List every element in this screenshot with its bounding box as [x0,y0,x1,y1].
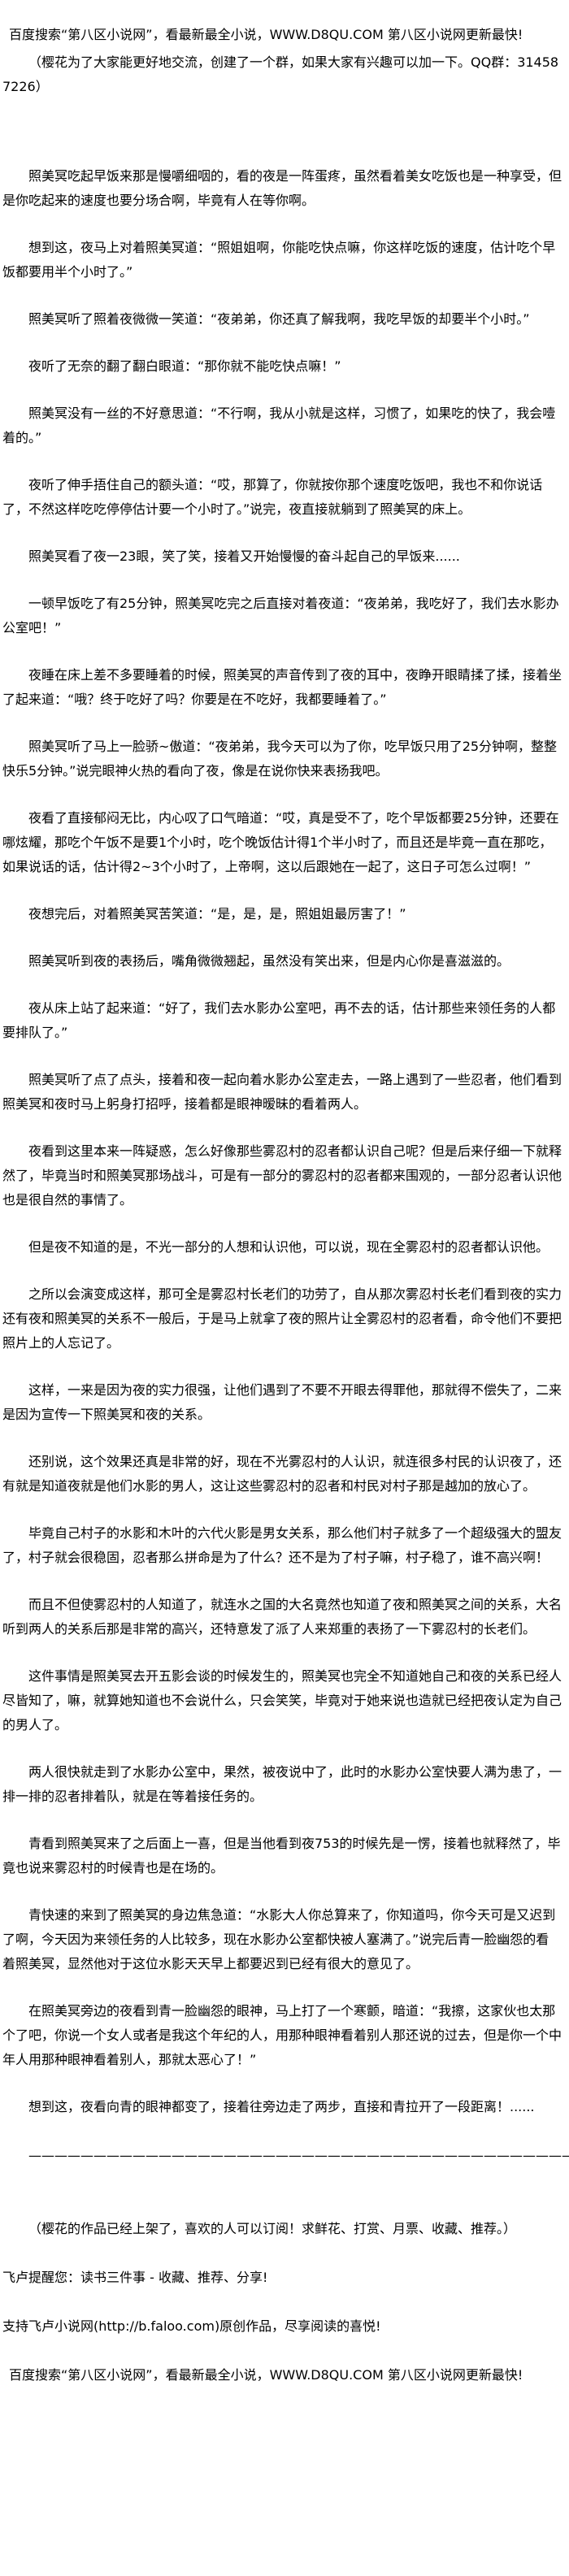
paragraph: 照美冥看了夜一23眼，笑了笑，接着又开始慢慢的奋斗起自己的早饭来...... [28,549,460,564]
faloo-support-text: 支持飞卢小说网(http://b.faloo.com)原创作品，尽享阅读的喜悦! [2,2318,381,2334]
paragraph: 之所以会演变成这样，那可全是雾忍村长老们的功劳了，自从那次雾忍村长老们看到夜的实… [2,1286,562,1351]
paragraph: 这件事情是照美冥去开五影会谈的时候发生的，照美冥也完全不知道她自己和夜的关系已经… [2,1668,562,1733]
paragraph: 这样，一来是因为夜的实力很强，让他们遇到了不要不开眼去得罪他，那就得不偿失了，二… [2,1382,562,1422]
site-banner-bottom: 百度搜索“第八区小说网”，看最新最全小说，WWW.D8QU.COM 第八区小说网… [9,2367,523,2383]
separator-line: ————————————————————————————————————————… [28,2148,569,2163]
site-banner-top: 百度搜索“第八区小说网”，看最新最全小说，WWW.D8QU.COM 第八区小说网… [9,27,523,42]
paragraph: 但是夜不知道的是，不光一部分的人想和认识他，可以说，现在全雾忍村的忍者都认识他。 [28,1239,549,1255]
paragraph: 夜想完后，对着照美冥苦笑道：“是，是，是，照姐姐最厉害了！” [28,906,406,922]
author-note-qq-group: （樱花为了大家能更好地交流，创建了一个群，如果大家有兴趣可以加一下。QQ群：31… [2,54,559,94]
paragraph: 照美冥听了照着夜微微一笑道：“夜弟弟，你还真了解我啊，我吃早饭的却要半个小时。” [28,311,530,327]
paragraph: 而且不但使雾忍村的人知道了，就连水之国的大名竟然也知道了夜和照美冥之间的关系，大… [2,1597,562,1637]
paragraph: 照美冥吃起早饭来那是慢嚼细咽的，看的夜是一阵蛋疼，虽然看着美女吃饭也是一种享受，… [2,168,562,208]
paragraph: 夜看到这里本来一阵疑惑，怎么好像那些雾忍村的忍者都认识自己呢？但是后来仔细一下就… [2,1143,562,1208]
paragraph: 照美冥听了点了点头，接着和夜一起向着水影办公室走去，一路上遇到了一些忍者，他们看… [2,1072,562,1112]
faloo-reminder: 飞卢提醒您：读书三件事 - 收藏、推荐、分享! [2,2270,268,2285]
paragraph: 照美冥没有一丝的不好意思道：“不行啊，我从小就是这样，习惯了，如果吃的快了，我会… [2,405,556,445]
paragraph: 夜看了直接郁闷无比，内心叹了口气暗道：“哎，真是受不了，吃个早饭都要25分钟，还… [2,810,559,874]
paragraph: 照美冥听到夜的表扬后，嘴角微微翘起，虽然没有笑出来，但是内心你是喜滋滋的。 [28,953,510,969]
paragraph: 还别说，这个效果还真是非常的好，现在不光雾忍村的人认识，就连很多村民的认识夜了，… [2,1454,562,1494]
paragraph: 两人很快就走到了水影办公室中，果然，被夜说中了，此时的水影办公室快要人满为患了，… [2,1764,562,1804]
paragraph: 夜从床上站了起来道：“好了，我们去水影办公室吧，再不去的话，估计那些来领任务的人… [2,1000,556,1040]
paragraph: 夜听了无奈的翻了翻白眼道：“那你就不能吃快点嘛！” [28,358,341,374]
paragraph: 一顿早饭吃了有25分钟，照美冥吃完之后直接对着夜道：“夜弟弟，我吃好了，我们去水… [2,596,559,635]
author-note-subscribe: （樱花的作品已经上架了，喜欢的人可以订阅！求鲜花、打赏、月票、收藏、推荐。） [28,2221,517,2236]
chapter-document: 百度搜索“第八区小说网”，看最新最全小说，WWW.D8QU.COM 第八区小说网… [2,27,569,2383]
paragraph: 青快速的来到了照美冥的身边焦急道：“水影大人你总算来了，你知道吗，你今天可是又迟… [2,1907,556,1971]
paragraph: 想到这，夜看向青的眼神都变了，接着往旁边走了两步，直接和青拉开了一段距离！...… [28,2099,535,2114]
paragraph: 夜听了伸手捂住自己的额头道：“哎，那算了，你就按你那个速度吃饭吧，我也不和你说话… [2,477,543,517]
paragraph: 想到这，夜马上对着照美冥道：“照姐姐啊，你能吃快点嘛，你这样吃饭的速度，估计吃个… [2,240,556,280]
paragraph: 青看到照美冥来了之后面上一喜，但是当他看到夜753的时候先是一愣，接着也就释然了… [2,1836,561,1876]
paragraph: 毕竟自己村子的水影和木叶的六代火影是男女关系，那么他们村子就多了一个超级强大的盟… [2,1525,562,1565]
paragraph: 照美冥听了马上一脸骄~傲道：“夜弟弟，我今天可以为了你，吃早饭只用了25分钟啊，… [2,739,558,778]
paragraph: 夜睡在床上差不多要睡着的时候，照美冥的声音传到了夜的耳中，夜睁开眼睛揉了揉，接着… [2,667,562,707]
chapter-body: 照美冥吃起早饭来那是慢嚼细咽的，看的夜是一阵蛋疼，虽然看着美女吃饭也是一种享受，… [2,164,562,2119]
paragraph: 在照美冥旁边的夜看到青一脸幽怨的眼神，马上打了一个寒颤，暗道：“我擦，这家伙也太… [2,2003,562,2067]
